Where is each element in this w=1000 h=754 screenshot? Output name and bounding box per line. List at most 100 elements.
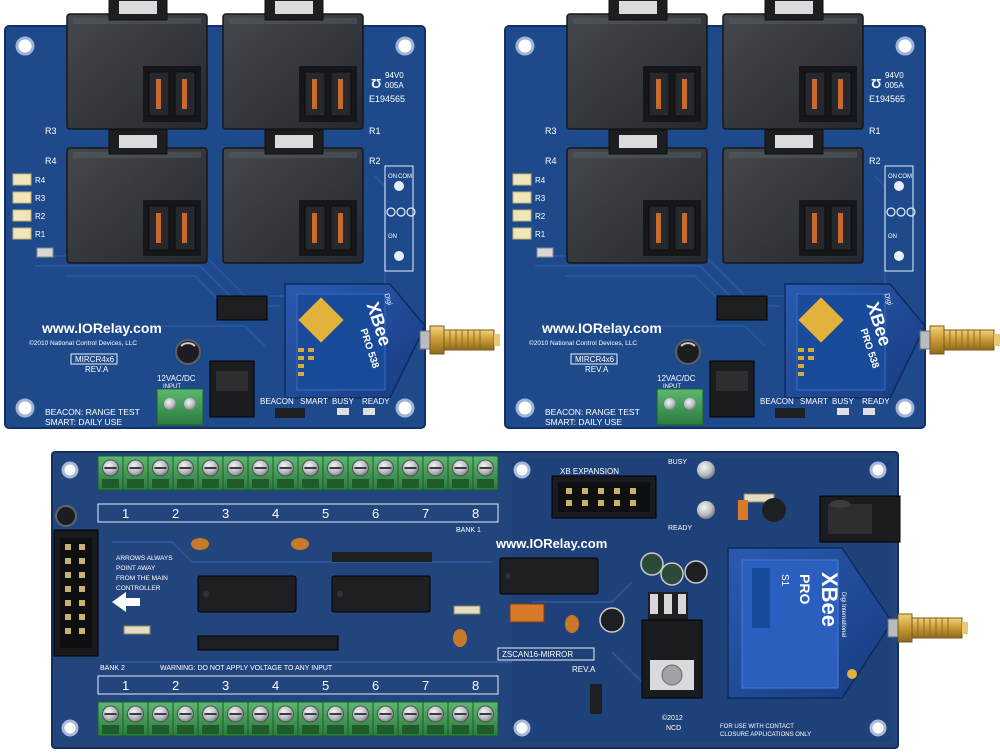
led-label-r3: R3 xyxy=(535,194,546,203)
website-label: www.IORelay.com xyxy=(541,320,662,336)
arrow-note: ARROWS ALWAYS POINT AWAY FROM THE MAIN C… xyxy=(112,555,173,612)
relay-label-r1: R1 xyxy=(369,126,381,136)
mirror-xbee-logo: XBee xyxy=(817,572,842,627)
cert-line-2: 005A xyxy=(885,81,904,90)
bank1-num-1: 1 xyxy=(122,506,129,521)
transistor xyxy=(762,498,786,522)
website-label: www.IORelay.com xyxy=(41,320,162,336)
copyright-label: ©2010 National Control Devices, LLC xyxy=(29,339,137,347)
bank2-num-4: 4 xyxy=(272,678,279,693)
voltage-regulator xyxy=(641,592,703,699)
busy-label: BUSY xyxy=(668,459,687,466)
electrolytic-cap-1 xyxy=(640,552,664,576)
arrow-note-1: ARROWS ALWAYS xyxy=(116,555,173,562)
bank1-num-4: 4 xyxy=(272,506,279,521)
label-smart: SMART xyxy=(300,397,328,406)
cap-small-3 xyxy=(453,629,467,647)
cap-small-2 xyxy=(291,538,309,550)
label-ready: READY xyxy=(862,397,890,406)
xb-expansion-header: XB EXPANSION xyxy=(551,467,657,519)
led-label-r4: R4 xyxy=(535,176,546,185)
led-label-r4: R4 xyxy=(35,176,46,185)
bank2-num-2: 2 xyxy=(172,678,179,693)
capacitor-left xyxy=(55,505,77,527)
beacon-line: BEACON: RANGE TEST xyxy=(45,407,140,417)
label-busy: BUSY xyxy=(832,397,854,406)
input-label: INPUT xyxy=(163,384,181,390)
ul-mark: Ʊ xyxy=(871,76,881,91)
relay-label-r3: R3 xyxy=(545,126,557,136)
relay-leds: R4 R3 R2 R1 xyxy=(512,173,554,258)
contact-note-2: CLOSURE APPLICATIONS ONLY xyxy=(720,732,811,738)
led-label-r3: R3 xyxy=(35,194,46,203)
cert-line-1: 94V0 xyxy=(885,71,904,80)
bank2-num-8: 8 xyxy=(472,678,479,693)
smart-line: SMART: DAILY USE xyxy=(545,417,622,427)
beacon-line: BEACON: RANGE TEST xyxy=(545,407,640,417)
cert-line-3: E194565 xyxy=(369,94,405,104)
switch-label-on-1: ON xyxy=(388,174,397,180)
relay-label-r4: R4 xyxy=(45,156,57,166)
bank2-num-3: 3 xyxy=(222,678,229,693)
terminal-strip-bank-2 xyxy=(97,701,499,737)
bank2-num-7: 7 xyxy=(422,678,429,693)
switch-label-com: COM xyxy=(898,174,912,180)
ul-mark: Ʊ xyxy=(371,76,381,91)
power-label: 12VAC/DC xyxy=(157,374,196,383)
relay-r1 xyxy=(222,0,364,130)
relay-r3 xyxy=(66,0,208,130)
antenna-connector-mirror xyxy=(887,613,969,643)
ribbon-header-left xyxy=(53,529,99,657)
driver-chip xyxy=(216,295,268,321)
led-label-r1: R1 xyxy=(35,230,46,239)
relay-r4 xyxy=(566,129,708,264)
mirror-year: ©2012 xyxy=(662,714,683,722)
xbee-module: XBee PRO 538 Digi xyxy=(784,283,926,399)
tantalum-cap xyxy=(509,603,545,623)
relay-board-left: R3 R4 R1 R2 94V0 005A E194565 Ʊ R4 R3 R2… xyxy=(4,0,501,429)
bank1-num-2: 2 xyxy=(172,506,179,521)
relay-r2 xyxy=(722,129,864,264)
ic-3 xyxy=(499,557,599,595)
relay-board-right: R3 R4 R1 R2 94V0 005A E194565 Ʊ R4 R3 R2… xyxy=(504,0,1000,429)
power-label: 12VAC/DC xyxy=(657,374,696,383)
bank1-num-8: 8 xyxy=(472,506,479,521)
relay-label-r2: R2 xyxy=(369,156,381,166)
power-terminal xyxy=(156,388,204,426)
bank-2-numbers: 1 2 3 4 5 6 7 8 BANK 2 WARNING: DO NOT A… xyxy=(97,665,499,695)
mirror-model: ZSCAN16-MIRROR xyxy=(502,650,573,659)
diode-left xyxy=(123,625,151,635)
mirror-revision: REV.A xyxy=(572,665,596,674)
label-busy: BUSY xyxy=(332,397,354,406)
mirror-website: www.IORelay.com xyxy=(495,536,607,551)
electrolytic-cap-2 xyxy=(660,562,684,586)
label-smart: SMART xyxy=(800,397,828,406)
label-beacon: BEACON xyxy=(760,397,794,406)
relay-leds: R4 R3 R2 R1 xyxy=(12,173,54,258)
electrolytic-cap-3 xyxy=(684,560,708,584)
led-label-r2: R2 xyxy=(35,212,46,221)
bank1-num-3: 3 xyxy=(222,506,229,521)
electrolytic-cap-4 xyxy=(599,607,625,633)
mirror-maker: NCD xyxy=(666,725,681,732)
ic-2 xyxy=(331,575,431,613)
mirror-xbee-model: PRO xyxy=(797,574,813,604)
cap-vertical xyxy=(738,500,748,520)
pgm-header xyxy=(590,684,602,714)
input-label: INPUT xyxy=(663,384,681,390)
sip-resistor xyxy=(197,635,339,651)
smart-line: SMART: DAILY USE xyxy=(45,417,122,427)
arrow-left-icon xyxy=(112,592,140,612)
bank2-label: BANK 2 xyxy=(100,665,125,672)
bank1-num-6: 6 xyxy=(372,506,379,521)
switch-label-com: COM xyxy=(398,174,412,180)
cert-line-1: 94V0 xyxy=(385,71,404,80)
ic-1 xyxy=(197,575,297,613)
antenna-connector xyxy=(419,325,501,355)
relay-label-r3: R3 xyxy=(45,126,57,136)
antenna-connector xyxy=(919,325,1000,355)
switch-label-on-2: ON xyxy=(388,234,397,240)
bank2-num-6: 6 xyxy=(372,678,379,693)
relay-r4 xyxy=(66,129,208,264)
mirror-xbee-brand: Digi International xyxy=(840,592,846,637)
